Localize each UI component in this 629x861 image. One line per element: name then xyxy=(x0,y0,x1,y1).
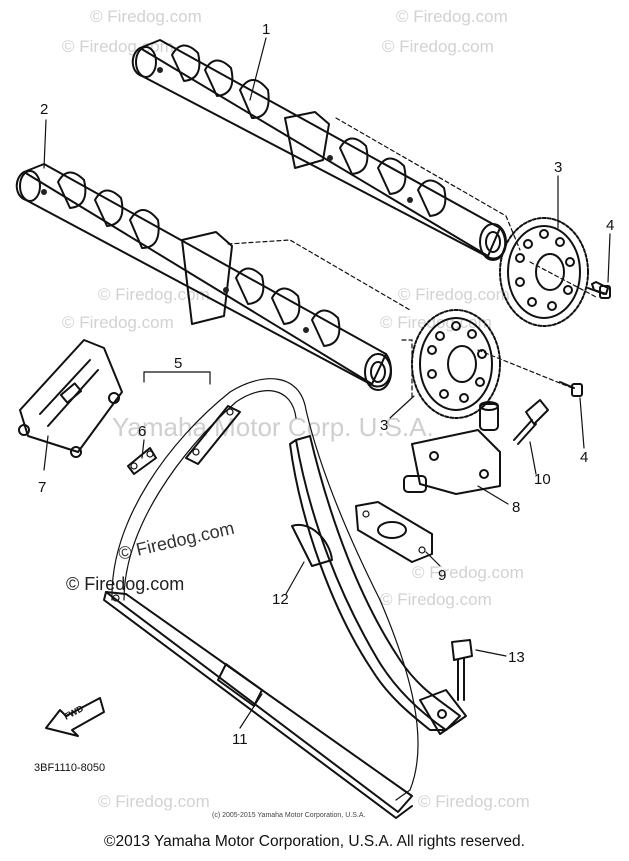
fwd-arrow: FWD xyxy=(45,697,105,737)
sprocket-upper xyxy=(499,217,589,327)
part-number-guide-bolt: 13 xyxy=(508,649,525,666)
timing-chain xyxy=(111,378,419,801)
sprocket-bolt-upper xyxy=(587,281,611,299)
leader-lines xyxy=(43,37,611,729)
guide-bolt xyxy=(451,639,473,701)
part-number-chain-link-group: 5 xyxy=(174,355,182,372)
watermark: © Firedog.com xyxy=(418,792,530,811)
watermark: © Firedog.com xyxy=(396,7,508,26)
part-number-chain-guide-intake: 11 xyxy=(232,731,248,748)
part-number-bolt-upper: 4 xyxy=(606,217,614,234)
part-number-bolt-lower: 4 xyxy=(580,449,588,466)
watermark-dark-angled: © Firedog.com xyxy=(116,518,236,564)
watermark: © Firedog.com xyxy=(98,792,210,811)
fwd-label: FWD xyxy=(62,703,85,722)
watermark: © Firedog.com xyxy=(380,590,492,609)
watermark: © Firedog.com xyxy=(380,313,492,332)
watermark: © Firedog.com xyxy=(90,7,202,26)
camshaft-lower xyxy=(15,163,392,391)
alignment-lines xyxy=(227,117,599,401)
part-number-sprocket-lower: 3 xyxy=(380,417,388,434)
part-number-tensioner: 8 xyxy=(512,499,520,516)
watermark: © Firedog.com xyxy=(398,285,510,304)
part-number-tensioner-bolt: 10 xyxy=(534,471,551,488)
sprocket-lower xyxy=(411,309,501,419)
watermark-layer: © Firedog.com © Firedog.com © Firedog.co… xyxy=(62,7,530,811)
part-number-camshaft-2: 2 xyxy=(40,101,48,118)
part-labels: 1 2 3 3 4 4 5 6 7 8 9 10 11 12 13 xyxy=(38,21,614,748)
watermark: © Firedog.com xyxy=(62,37,174,56)
part-number-bracket: 7 xyxy=(38,479,46,496)
gasket xyxy=(355,501,433,563)
chain-guide-exhaust xyxy=(289,435,467,735)
camshaft-upper xyxy=(131,39,507,261)
part-number-chain-joint: 6 xyxy=(138,423,146,440)
watermark: © Firedog.com xyxy=(98,285,210,304)
chain-guide-intake xyxy=(103,591,413,819)
tensioner xyxy=(403,401,501,495)
copyright-notice: ©2013 Yamaha Motor Corporation, U.S.A. A… xyxy=(104,833,525,850)
watermark: © Firedog.com xyxy=(412,563,524,582)
sprocket-bolt-lower xyxy=(559,381,583,397)
small-copyright: (c) 2005-2015 Yamaha Motor Corporation, … xyxy=(212,812,365,819)
part-number-camshaft-1: 1 xyxy=(262,21,270,38)
diagram-code: 3BF1110-8050 xyxy=(34,762,105,774)
timing-chain-inner xyxy=(123,390,297,601)
part-number-gasket: 9 xyxy=(438,567,446,584)
part-number-sprocket-upper: 3 xyxy=(554,159,562,176)
part-number-chain-guide-exhaust: 12 xyxy=(272,591,289,608)
bracket xyxy=(18,339,123,458)
watermark: © Firedog.com xyxy=(62,313,174,332)
tensioner-bolt xyxy=(513,399,549,445)
center-watermark: Yamaha Motor Corp. U.S.A. xyxy=(112,412,434,442)
watermark: © Firedog.com xyxy=(382,37,494,56)
